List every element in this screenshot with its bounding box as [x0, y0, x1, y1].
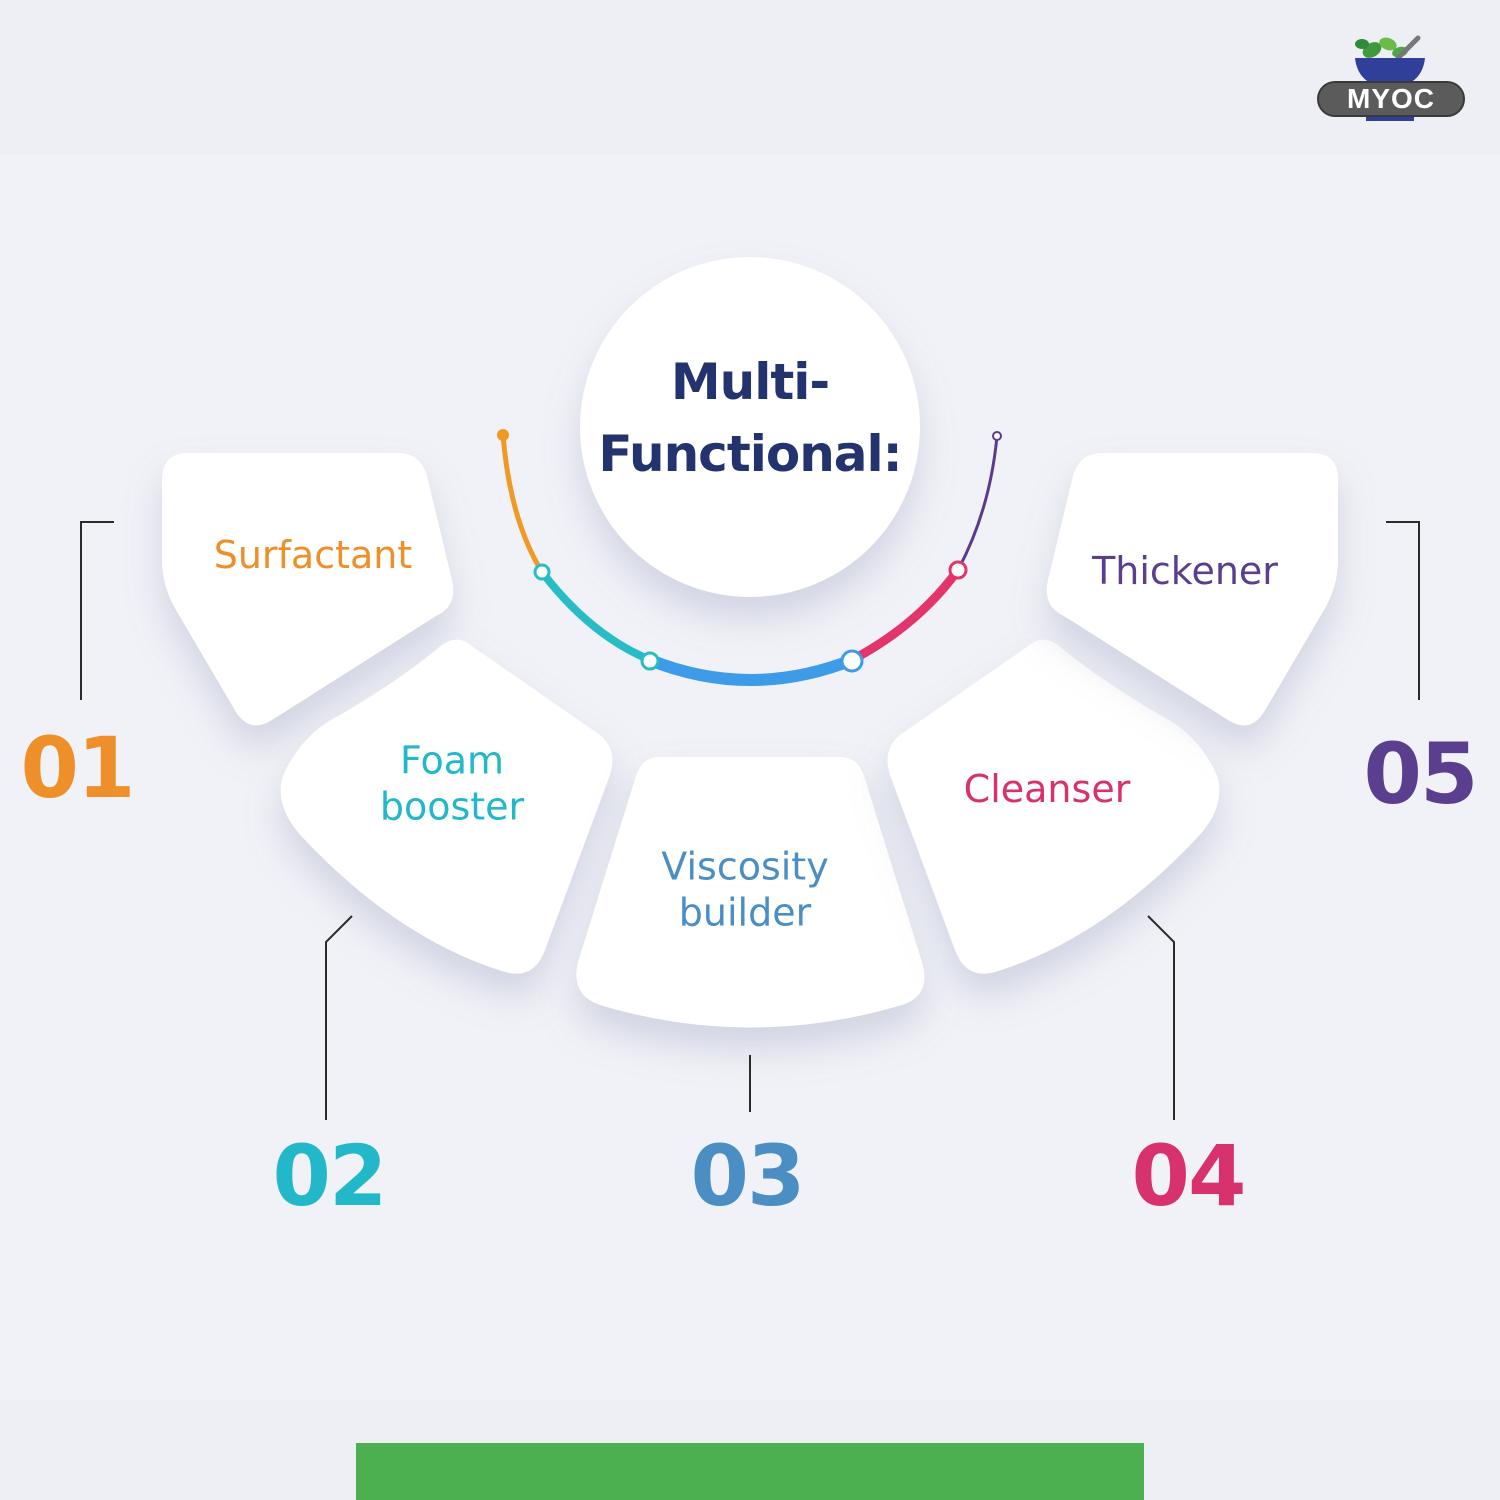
label-01: Surfactant	[214, 533, 413, 579]
number-01: 01	[20, 719, 136, 817]
footer-green-bar	[356, 1443, 1144, 1500]
label-04-line-1: Cleanser	[963, 767, 1131, 812]
label-02-line-2: booster	[379, 784, 525, 828]
number-02: 02	[272, 1127, 388, 1225]
arc-segment-teal	[538, 568, 654, 664]
petal-card-02	[280, 639, 613, 974]
label-03: Viscosity builder	[661, 844, 828, 935]
leader-line-05	[1386, 521, 1420, 700]
arc-segment-purple	[956, 434, 999, 572]
central-title: Multi- Functional:	[598, 346, 902, 490]
arc-node-4	[948, 560, 968, 580]
petal-card-01	[162, 453, 454, 726]
title-line-1: Multi-	[670, 353, 830, 411]
myoc-logo: MYOC	[1317, 35, 1465, 121]
label-03-line-1: Viscosity	[661, 844, 829, 889]
arc-node-2	[640, 651, 660, 671]
number-05: 05	[1363, 725, 1479, 823]
petal-card-04	[887, 639, 1220, 974]
logo-stand	[1366, 117, 1414, 121]
leader-lines	[80, 521, 1420, 1120]
number-04: 04	[1131, 1127, 1247, 1225]
leader-line-01	[80, 521, 114, 700]
label-02: Foam booster	[380, 738, 524, 829]
leader-line-04	[1147, 915, 1175, 1120]
arc-end-dot-purple	[992, 431, 1002, 441]
petal-card-05	[1046, 453, 1338, 726]
number-03: 03	[690, 1127, 806, 1225]
logo-text: MYOC	[1347, 83, 1435, 114]
arc-segment-pink	[847, 565, 963, 665]
label-03-line-2: builder	[678, 890, 812, 934]
leader-line-02	[325, 915, 353, 1120]
arc-segment-blue	[644, 654, 858, 686]
petal-card-03	[576, 757, 925, 1028]
mortar-bowl-icon	[1355, 58, 1425, 88]
arc-node-3	[840, 649, 864, 673]
label-02-line-1: Foam	[399, 738, 505, 783]
label-05: Thickener	[1092, 549, 1278, 595]
title-line-2: Functional:	[598, 425, 902, 483]
arc-segment-orange	[500, 432, 545, 575]
arc-node-1	[533, 563, 551, 581]
label-04: Cleanser	[964, 767, 1131, 813]
label-01-line-1: Surfactant	[213, 533, 413, 578]
logo-badge	[1317, 81, 1465, 117]
arc-end-dot-orange	[497, 429, 509, 441]
title-circle	[580, 257, 920, 597]
label-05-line-1: Thickener	[1092, 549, 1278, 594]
herb-leaves-icon	[1355, 35, 1421, 61]
